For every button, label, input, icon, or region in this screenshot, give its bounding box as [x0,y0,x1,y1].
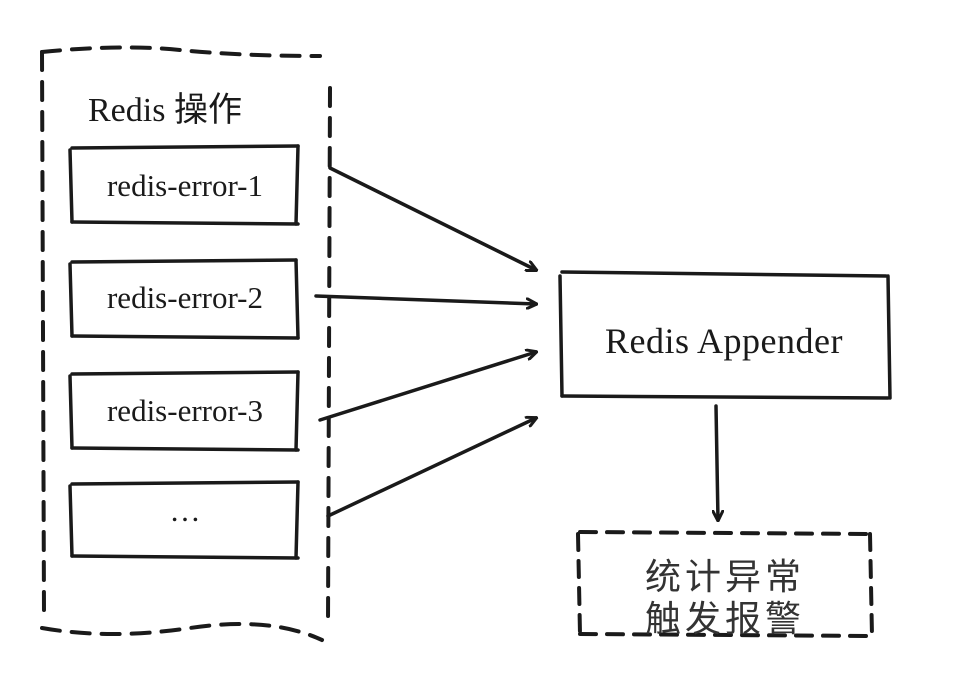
alert-label-line-2: 触发报警 [644,599,805,640]
error-label-1: redis-error-1 [106,168,263,203]
error-label-2: redis-error-2 [106,280,263,315]
error-box-2 [68,258,300,340]
error-label-3: redis-error-3 [106,393,263,428]
appender-label: Redis Appender [605,321,843,361]
redis-operations-group [40,45,332,642]
arrow-error-2 [314,294,536,304]
appender-box [558,270,892,400]
error-box-3 [68,370,300,452]
alert-box [576,530,874,638]
arrow-appender-to-alert [716,404,718,520]
error-box-1 [68,144,300,226]
arrow-error-3 [318,352,536,422]
group-title: Redis 操作 [88,92,242,129]
alert-label-line-1: 统计异常 [644,557,805,598]
error-box-4 [68,480,300,560]
arrow-error-1 [328,166,536,270]
arrow-error-4 [326,418,536,518]
error-label-ellipsis: … [169,493,201,528]
